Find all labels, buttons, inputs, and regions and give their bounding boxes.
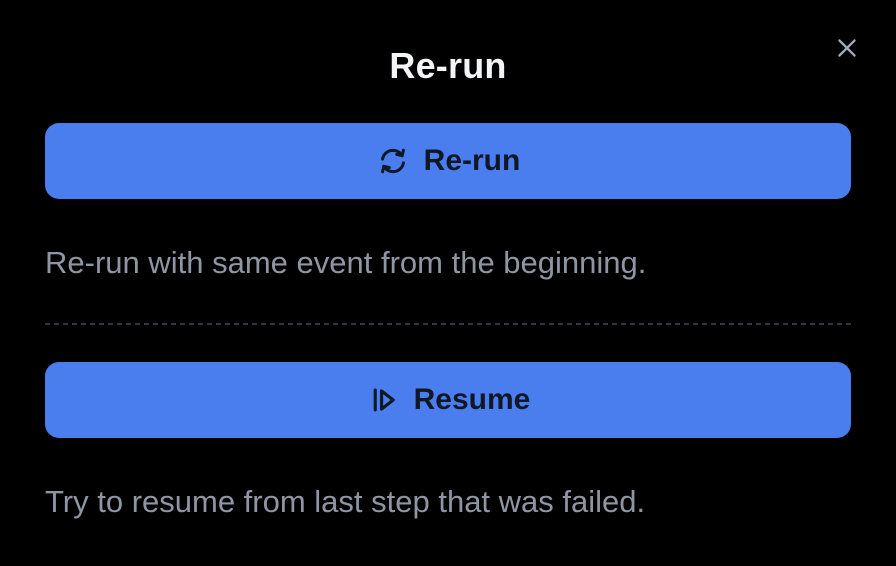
step-forward-icon: [373, 388, 395, 412]
modal-header: Re-run: [45, 0, 856, 86]
close-icon: [838, 39, 856, 57]
close-button[interactable]: [832, 33, 862, 63]
refresh-icon: [380, 148, 405, 174]
resume-description: Try to resume from last step that was fa…: [45, 484, 646, 519]
rerun-button-label: Re-run: [423, 144, 521, 177]
resume-button[interactable]: Resume: [45, 362, 851, 438]
rerun-button[interactable]: Re-run: [45, 123, 851, 199]
resume-button-label: Resume: [413, 383, 531, 416]
modal-title: Re-run: [389, 45, 507, 86]
divider: [45, 323, 851, 325]
rerun-description: Re-run with same event from the beginnin…: [45, 245, 647, 280]
